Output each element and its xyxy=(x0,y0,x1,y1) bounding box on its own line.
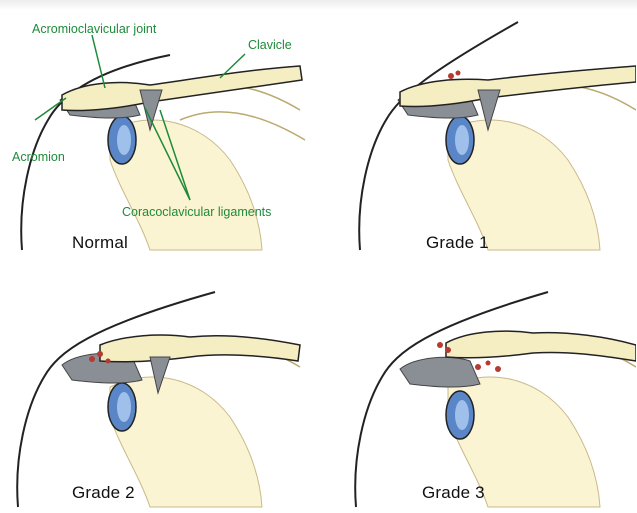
label-acromion: Acromion xyxy=(12,150,65,164)
panel-grade-2: Grade 2 xyxy=(0,257,318,513)
panel-grade-1: Grade 1 xyxy=(318,0,636,256)
shoulder-illustration-grade-1 xyxy=(318,0,636,256)
caption-grade-1: Grade 1 xyxy=(426,233,489,253)
panel-normal: Acromioclavicular joint Clavicle Acromio… xyxy=(0,0,318,256)
shoulder-illustration-grade-2 xyxy=(0,257,318,513)
label-coracoclavicular-ligaments: Coracoclavicular ligaments xyxy=(122,205,271,219)
caption-grade-3: Grade 3 xyxy=(422,483,485,503)
shoulder-illustration-grade-3 xyxy=(318,257,636,513)
label-clavicle: Clavicle xyxy=(248,38,292,52)
label-acromioclavicular-joint: Acromioclavicular joint xyxy=(32,22,156,36)
caption-normal: Normal xyxy=(72,233,128,253)
caption-grade-2: Grade 2 xyxy=(72,483,135,503)
panel-grade-3: Grade 3 xyxy=(318,257,636,513)
